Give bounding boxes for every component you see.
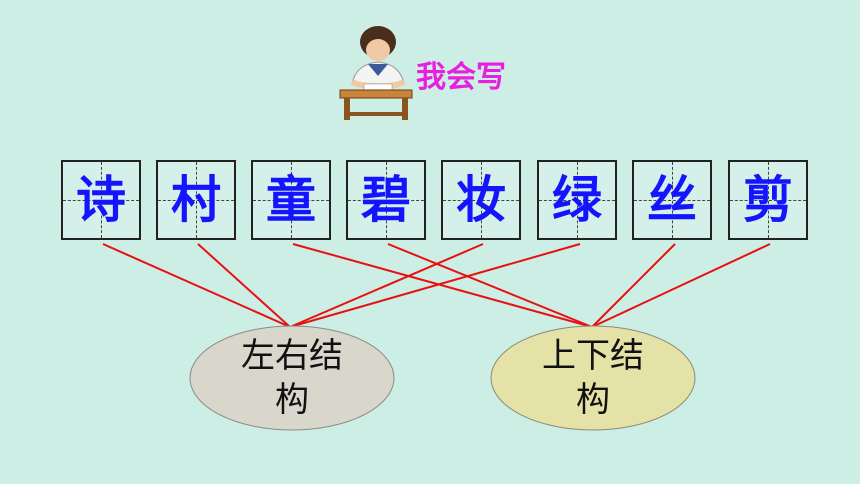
char-glyph: 村 [171, 171, 221, 229]
char-box: 剪 [728, 160, 808, 240]
top-bottom-ellipse [490, 325, 696, 431]
link-line [289, 243, 581, 328]
char-glyph: 童 [266, 171, 316, 229]
left-right-line1: 左右结 [241, 336, 343, 376]
left-right-ellipse [189, 325, 395, 431]
link-line [387, 243, 593, 328]
top-bottom-structure-label: 上下结 构 [493, 334, 693, 422]
char-box: 诗 [61, 160, 141, 240]
char-box: 村 [156, 160, 236, 240]
char-glyph: 丝 [647, 171, 697, 229]
link-line [102, 243, 291, 328]
link-line [289, 243, 484, 328]
left-right-structure-label: 左右结 构 [192, 334, 392, 422]
link-line [591, 243, 676, 328]
student-writing-illustration [339, 26, 413, 120]
char-box: 绿 [537, 160, 617, 240]
char-box: 妆 [441, 160, 521, 240]
link-line [292, 243, 593, 328]
top-bottom-line2: 构 [576, 380, 610, 420]
char-glyph: 妆 [456, 171, 506, 229]
char-box: 童 [251, 160, 331, 240]
char-box: 碧 [346, 160, 426, 240]
header: 我会写 [338, 24, 538, 124]
page-title: 我会写 [416, 60, 506, 95]
top-bottom-line1: 上下结 [542, 336, 644, 376]
char-glyph: 绿 [552, 171, 602, 229]
char-glyph: 剪 [743, 171, 793, 229]
link-line [197, 243, 291, 328]
left-right-line2: 构 [275, 380, 309, 420]
char-glyph: 诗 [76, 171, 126, 229]
char-box: 丝 [632, 160, 712, 240]
char-glyph: 碧 [361, 171, 411, 229]
link-line [591, 243, 771, 328]
